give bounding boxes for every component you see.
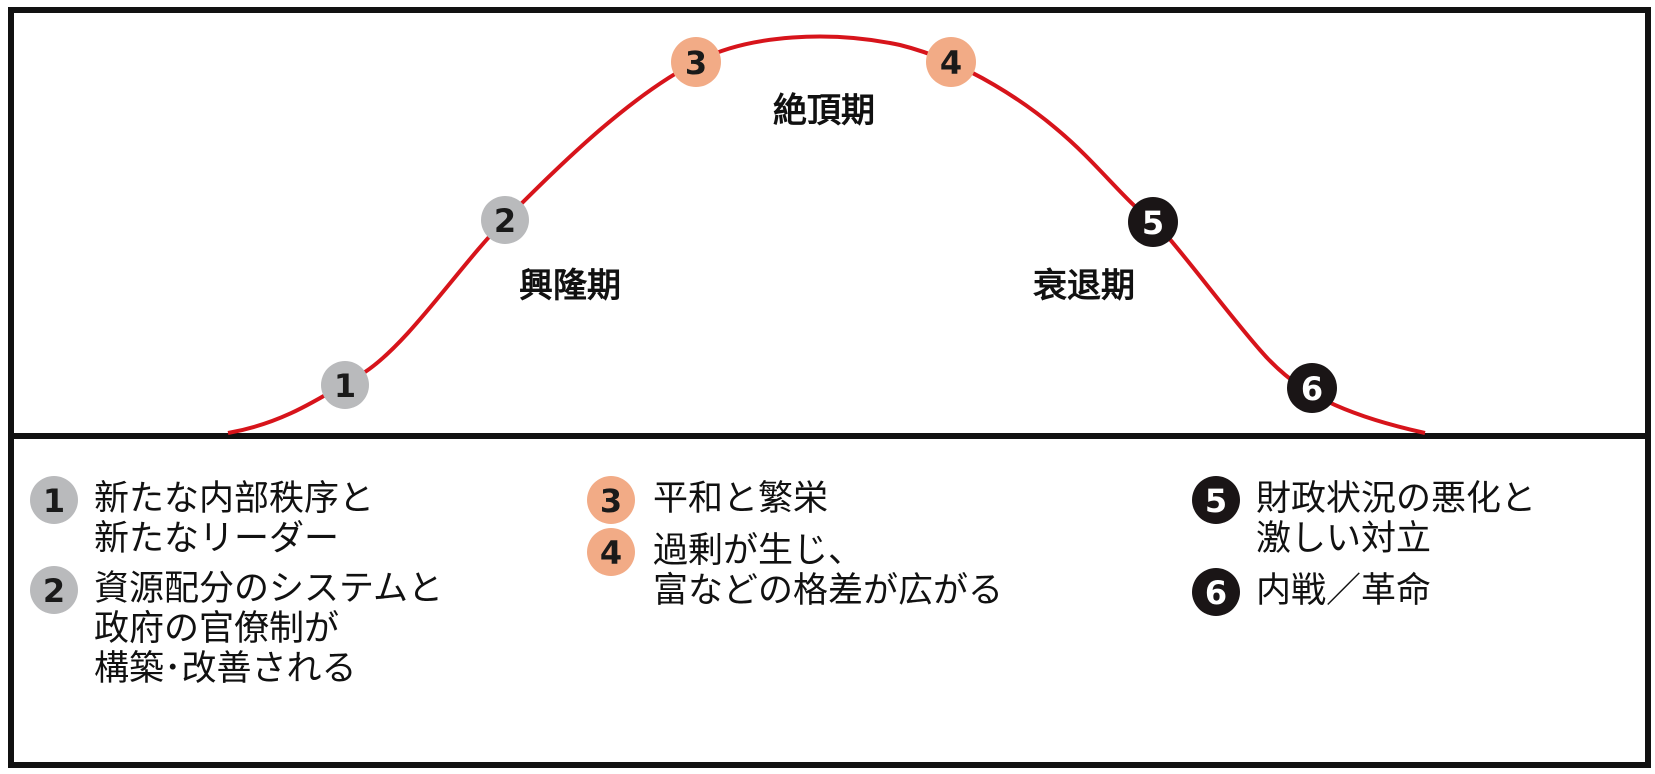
legend-3-line-1: 平和と繁栄 <box>653 479 829 519</box>
svg-text:2: 2 <box>43 572 65 610</box>
phase-label-decline: 衰退期 <box>1033 266 1135 306</box>
legend-5-line-2: 激しい対立 <box>1256 519 1432 559</box>
svg-text:4: 4 <box>600 534 622 572</box>
marker-5: 5 <box>1128 197 1178 247</box>
svg-text:3: 3 <box>600 482 622 520</box>
svg-text:6: 6 <box>1205 574 1227 612</box>
svg-text:4: 4 <box>940 44 962 82</box>
marker-4: 4 <box>926 37 976 87</box>
legend-4-line-1: 過剰が生じ、 <box>653 531 864 571</box>
marker-6: 6 <box>1287 363 1337 413</box>
legend-badge-5: 5 <box>1192 476 1240 524</box>
marker-1: 1 <box>321 361 369 409</box>
svg-text:5: 5 <box>1205 482 1227 520</box>
legend-2-line-2: 政府の官僚制が <box>94 609 340 649</box>
phase-label-peak: 絶頂期 <box>773 91 875 131</box>
svg-text:1: 1 <box>334 367 356 405</box>
marker-2: 2 <box>481 196 529 244</box>
svg-text:1: 1 <box>43 482 65 520</box>
top-panel-frame <box>8 7 1651 439</box>
svg-text:3: 3 <box>685 44 707 82</box>
svg-text:5: 5 <box>1142 204 1164 242</box>
legend-2-line-3: 構築･改善される <box>94 649 357 689</box>
bottom-panel-frame <box>8 433 1651 768</box>
svg-text:6: 6 <box>1301 370 1323 408</box>
legend-badge-4: 4 <box>587 528 635 576</box>
legend-1-line-1: 新たな内部秩序と <box>94 479 375 519</box>
legend-badge-2: 2 <box>30 566 78 614</box>
legend-badge-3: 3 <box>587 476 635 524</box>
legend-6-line-1: 内戦／革命 <box>1256 571 1432 611</box>
legend-5-line-1: 財政状況の悪化と <box>1256 479 1537 519</box>
legend-4-line-2: 富などの格差が広がる <box>653 571 1004 611</box>
legend-2-line-1: 資源配分のシステムと <box>94 569 443 609</box>
svg-text:2: 2 <box>494 202 516 240</box>
legend-badge-1: 1 <box>30 476 78 524</box>
cycle-curve <box>227 34 1426 435</box>
legend-1-line-2: 新たなリーダー <box>94 519 340 559</box>
legend-badge-6: 6 <box>1192 568 1240 616</box>
phase-label-rise: 興隆期 <box>519 266 621 306</box>
marker-3: 3 <box>671 37 721 87</box>
